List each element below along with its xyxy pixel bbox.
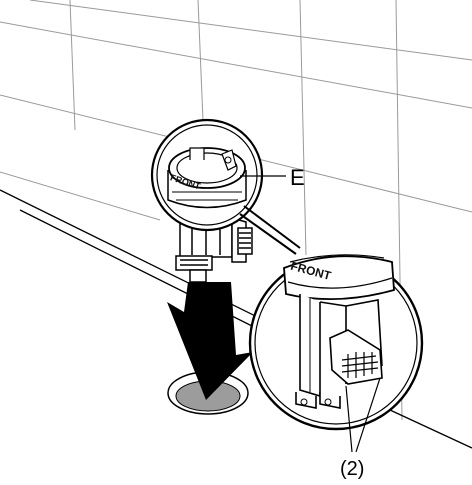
label-2: (2) bbox=[340, 458, 364, 480]
magnification-connector bbox=[239, 205, 301, 255]
magnified-detail bbox=[248, 254, 424, 431]
basket-collar-detail bbox=[150, 118, 264, 232]
wall-tile-grid bbox=[0, 0, 472, 421]
label-2-leaders bbox=[345, 377, 381, 453]
label-e: E bbox=[290, 165, 305, 190]
insertion-arrow bbox=[167, 282, 253, 400]
